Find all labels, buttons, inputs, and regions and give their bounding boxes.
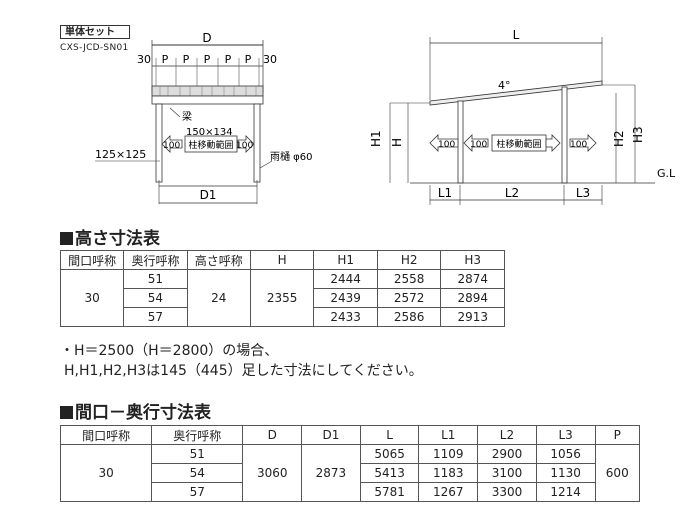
- table-row: 30 51 3060 2873 5065 1109 2900 1056 600: [59, 444, 640, 502]
- width-table: 間口呼称 奥行呼称 D D1 L L1 L2 L3 P 30 51 3060 2…: [59, 425, 640, 502]
- svg-text:梁: 梁: [182, 110, 192, 123]
- table-header-row: 間口呼称 奥行呼称 高さ呼称 H H1 H2 H3: [59, 250, 505, 270]
- svg-text:30: 30: [263, 53, 277, 66]
- svg-text:柱移動範囲: 柱移動範囲: [496, 138, 541, 150]
- front-view-diagram: D 30 P P P P P 30 梁 150×134 100 柱移動範囲 10…: [95, 31, 313, 204]
- note-line-2: H,H1,H2,H3は145（445）足した寸法にしてください。: [64, 363, 423, 379]
- dim-d-label: D: [202, 31, 211, 45]
- svg-text:P: P: [183, 53, 190, 66]
- svg-text:H: H: [390, 138, 404, 147]
- width-table-title: 間口－奥行寸法表: [60, 398, 211, 423]
- svg-text:100: 100: [470, 140, 487, 150]
- svg-text:P: P: [162, 53, 169, 66]
- dim-parts: 30 P P P P P 30: [137, 53, 277, 66]
- side-view-diagram: L 4° G.L H1 H H2 H3 100 柱移動範囲 100 100 10…: [370, 28, 676, 205]
- svg-text:G.L: G.L: [657, 167, 676, 180]
- table-row: 57 5781 1267 3300 1214: [61, 482, 640, 502]
- svg-text:D1: D1: [200, 188, 217, 202]
- svg-text:L3: L3: [576, 186, 590, 200]
- model-number: CXS-JCD-SN01: [60, 43, 129, 53]
- svg-text:P: P: [204, 53, 211, 66]
- table-row: 54 5413 1183 3100 1130: [61, 463, 640, 483]
- svg-text:P: P: [245, 53, 252, 66]
- table-row: 30 51 24 2355 2444 2558 2874: [59, 269, 505, 327]
- height-table-title: 高さ寸法表: [60, 224, 160, 249]
- svg-text:100: 100: [570, 140, 587, 150]
- svg-text:100: 100: [236, 141, 253, 151]
- svg-text:125×125: 125×125: [95, 148, 146, 161]
- svg-text:H2: H2: [612, 130, 626, 147]
- svg-text:柱移動範囲: 柱移動範囲: [188, 139, 233, 151]
- svg-text:100: 100: [438, 140, 455, 150]
- svg-text:H3: H3: [631, 126, 645, 143]
- set-type-label: 単体セット: [60, 25, 130, 39]
- svg-text:P: P: [225, 53, 232, 66]
- table-row: 57 2433 2586 2913: [61, 307, 505, 327]
- table-row: 54 2439 2572 2894: [61, 288, 505, 308]
- svg-text:30: 30: [137, 53, 151, 66]
- svg-text:150×134: 150×134: [186, 127, 233, 138]
- svg-text:L2: L2: [505, 186, 519, 200]
- table-header-row: 間口呼称 奥行呼称 D D1 L L1 L2 L3 P: [59, 425, 640, 445]
- svg-text:4°: 4°: [498, 79, 511, 92]
- svg-text:H1: H1: [370, 130, 383, 147]
- svg-text:雨樋 φ60: 雨樋 φ60: [270, 150, 313, 163]
- note-line-1: ・H＝2500（H＝2800）の場合、: [60, 343, 279, 359]
- height-table: 間口呼称 奥行呼称 高さ呼称 H H1 H2 H3 30 51 24 2355 …: [59, 250, 505, 327]
- svg-text:L: L: [513, 28, 520, 42]
- svg-text:100: 100: [163, 141, 180, 151]
- svg-text:L1: L1: [438, 186, 452, 200]
